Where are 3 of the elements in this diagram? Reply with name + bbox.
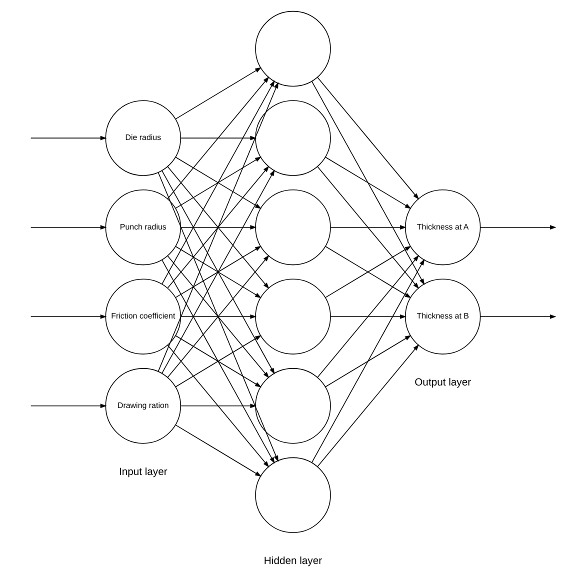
label: Output layer	[414, 377, 471, 388]
label: Input layer	[118, 466, 167, 478]
label: Hidden layer	[263, 556, 322, 568]
